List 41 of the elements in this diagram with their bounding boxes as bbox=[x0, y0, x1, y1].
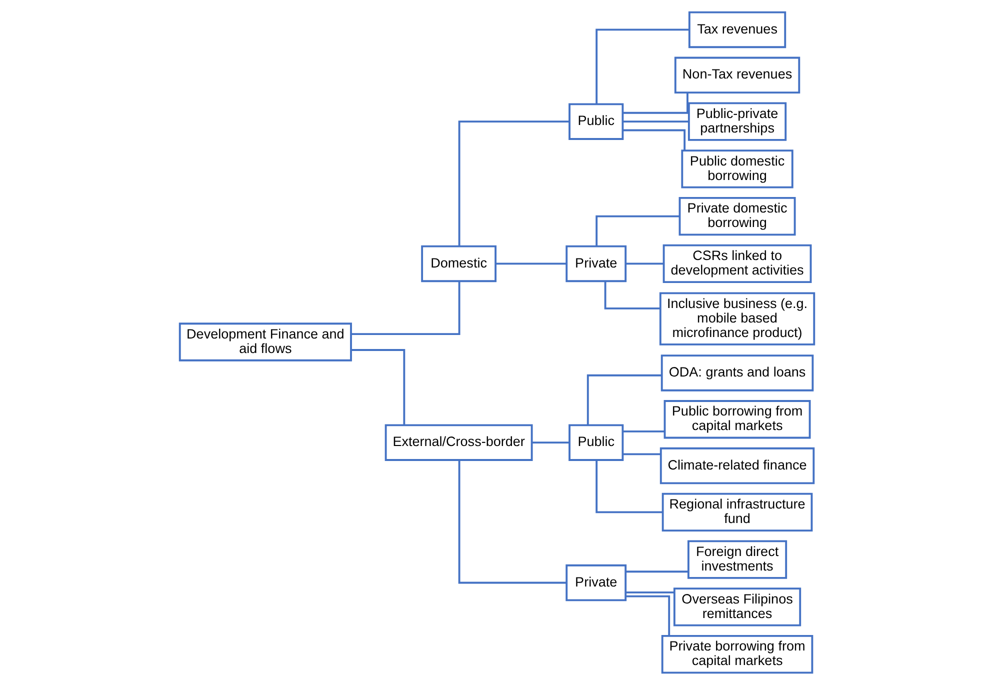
connector bbox=[622, 129, 686, 151]
connector bbox=[622, 430, 664, 432]
connector bbox=[622, 453, 660, 456]
connector bbox=[350, 349, 405, 426]
node-box: ODA: grants and loans bbox=[660, 354, 814, 392]
connector bbox=[595, 28, 689, 104]
node-box: Public bbox=[568, 424, 624, 461]
connector bbox=[595, 215, 680, 246]
node-box: Public bbox=[568, 103, 624, 140]
node-box: Overseas Filipinos remittances bbox=[672, 588, 801, 626]
connector bbox=[625, 591, 674, 594]
node-box: Development Finance and aid flows bbox=[178, 322, 352, 362]
node-box: Private domestic borrowing bbox=[678, 196, 796, 236]
connector bbox=[586, 374, 662, 425]
connector bbox=[625, 262, 663, 265]
node-box: External/Cross-border bbox=[384, 424, 532, 461]
node-box: Foreign direct investments bbox=[686, 540, 787, 579]
connector bbox=[595, 460, 662, 514]
node-box: Public domestic borrowing bbox=[680, 150, 793, 188]
connector bbox=[458, 460, 566, 584]
node-box: Private bbox=[565, 245, 626, 282]
node-box: Private bbox=[565, 564, 626, 602]
node-box: Domestic bbox=[420, 245, 496, 282]
node-box: Regional infrastructure fund bbox=[661, 492, 812, 532]
connector bbox=[604, 281, 660, 310]
node-box: Private borrowing from capital markets bbox=[660, 634, 813, 674]
node-box: Public-private partnerships bbox=[687, 102, 786, 141]
connector bbox=[625, 570, 688, 573]
connector bbox=[458, 120, 569, 246]
node-box: Non-Tax revenues bbox=[674, 56, 800, 94]
node-box: Tax revenues bbox=[688, 11, 786, 48]
connector bbox=[531, 442, 569, 444]
connector bbox=[495, 262, 566, 265]
connector bbox=[622, 120, 688, 123]
connector bbox=[622, 92, 688, 114]
connector bbox=[625, 595, 670, 636]
connector bbox=[350, 281, 460, 335]
node-box: Climate-related finance bbox=[659, 447, 814, 484]
node-box: CSRs linked to development activities bbox=[662, 244, 812, 284]
node-box: Inclusive business (e.g. mobile based microfinance product) bbox=[658, 292, 815, 346]
node-box: Public borrowing from capital markets bbox=[663, 400, 810, 439]
